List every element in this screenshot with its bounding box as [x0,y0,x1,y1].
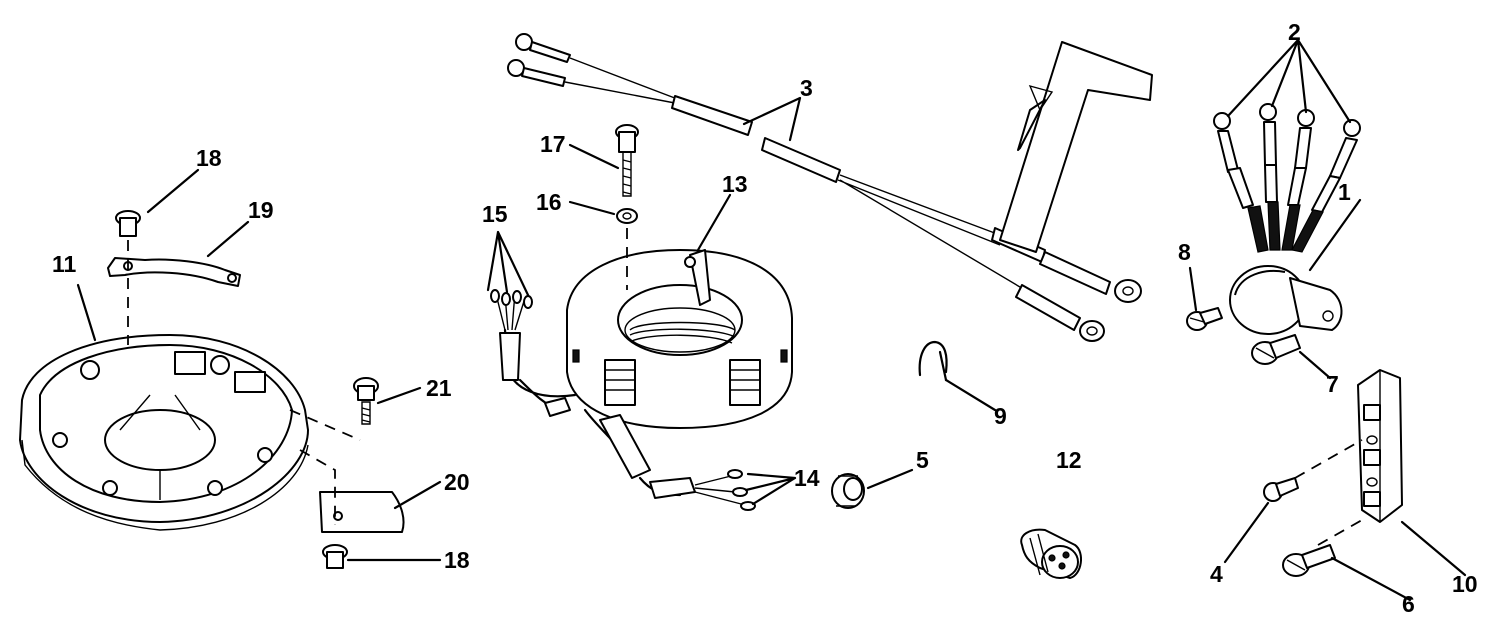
callout-4: 4 [1210,561,1223,587]
spring-clip-9-part [918,340,948,382]
rectifier-1-part [1229,265,1343,335]
callout-16: 16 [536,189,562,215]
callout-12: 12 [1056,447,1082,473]
lead-wires-2-part [1213,103,1361,253]
screw-17-part [615,124,639,197]
leader-lines [76,38,1467,602]
screw-7-part [1251,334,1301,365]
lead-wire-assembly-3-part [507,33,1153,342]
connector-12-part [1020,528,1082,579]
armature-plate-part [19,334,309,531]
callout-5: 5 [916,447,929,473]
screw-4-part [1263,477,1299,502]
callout-3: 3 [800,75,813,101]
callout-2: 2 [1288,19,1301,45]
callout-19: 19 [248,197,274,223]
terminal-block-10-part [1357,369,1403,523]
callout-10: 10 [1452,571,1478,597]
callout-labels: 1 2 3 4 5 6 7 8 9 10 11 12 13 14 15 16 1… [52,19,1478,617]
screw-18-bottom-part [322,544,348,569]
callout-14: 14 [794,465,820,491]
callout-21: 21 [426,375,452,401]
callout-15: 15 [482,201,508,227]
callout-11: 11 [52,251,77,277]
ignition-coil-ring-part [566,249,793,429]
callout-20: 20 [444,469,470,495]
grommet-5-part [831,473,865,509]
cover-plate-part [319,491,405,533]
callout-13: 13 [722,171,748,197]
callout-18-top: 18 [196,145,222,171]
wire-leads-14-part [583,408,756,511]
screw-6-part [1282,544,1336,577]
callout-8: 8 [1178,239,1191,265]
callout-6: 6 [1402,591,1415,617]
callout-1: 1 [1338,179,1351,205]
screw-21-part [353,377,379,425]
callout-18-bottom: 18 [444,547,470,573]
washer-16-part [616,208,638,224]
wire-leads-15-part [490,289,577,417]
screw-18-top-part [115,210,141,237]
callout-17: 17 [540,131,566,157]
callout-9: 9 [994,403,1007,429]
screw-8-part [1186,307,1223,331]
callout-7: 7 [1326,371,1339,397]
